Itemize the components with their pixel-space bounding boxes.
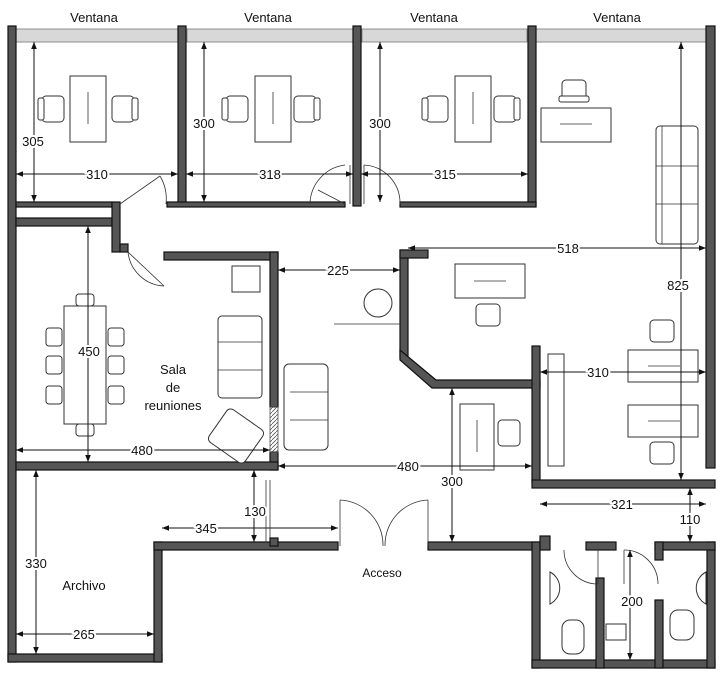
dimension-label: 480 xyxy=(131,443,153,458)
meeting-room-furniture xyxy=(45,265,265,464)
room-label-entrance: Acceso xyxy=(362,566,402,580)
dimension-label: 480 xyxy=(397,459,419,474)
window-label: Ventana xyxy=(593,10,641,25)
doors xyxy=(119,164,659,585)
dimension-label: 130 xyxy=(244,504,266,519)
room-label-meeting: Sala xyxy=(160,362,187,377)
room-label-meeting: de xyxy=(166,380,180,395)
dimension-label: 330 xyxy=(25,556,47,571)
partition-hatch xyxy=(269,406,279,453)
dimension-label: 825 xyxy=(667,278,689,293)
dimension-label: 310 xyxy=(587,365,609,380)
room-label-meeting: reuniones xyxy=(144,398,202,413)
dimension-lines xyxy=(16,42,706,660)
office-2-furniture xyxy=(221,75,321,143)
office-1-furniture xyxy=(37,75,139,143)
window-label: Ventana xyxy=(244,10,292,25)
dimension-label: 300 xyxy=(441,474,463,489)
dimension-label: 305 xyxy=(22,134,44,149)
dimension-label: 265 xyxy=(73,627,95,642)
dimension-label: 518 xyxy=(557,241,579,256)
window-label: Ventana xyxy=(70,10,118,25)
dimension-label: 225 xyxy=(327,263,349,278)
dimension-label: 300 xyxy=(369,116,391,131)
dimension-label: 315 xyxy=(434,167,456,182)
room-label-archive: Archivo xyxy=(62,578,105,593)
restroom-fixtures xyxy=(549,571,707,655)
office-4-furniture xyxy=(540,79,699,245)
dimension-label: 310 xyxy=(86,167,108,182)
dimension-label: 450 xyxy=(78,344,100,359)
dimension-label: 318 xyxy=(259,167,281,182)
hall-furniture xyxy=(283,288,400,451)
dimension-label: 321 xyxy=(611,497,633,512)
open-office-furniture xyxy=(454,263,699,471)
dimension-label: 300 xyxy=(193,116,215,131)
dimension-label: 110 xyxy=(680,512,701,527)
dimension-label: 345 xyxy=(195,521,217,536)
dimension-label: 200 xyxy=(621,594,643,609)
office-3-furniture xyxy=(421,75,521,143)
window-label: Ventana xyxy=(410,10,458,25)
walls xyxy=(7,25,716,669)
